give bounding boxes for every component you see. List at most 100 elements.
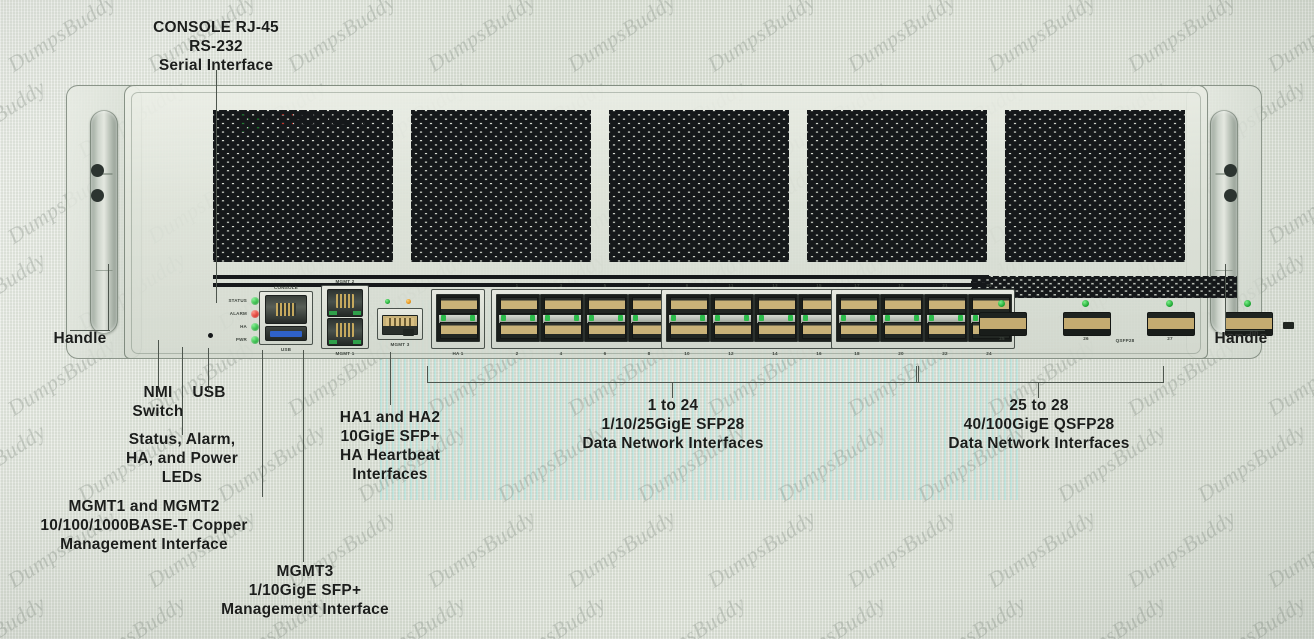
sfp28-caption-6: 6 bbox=[603, 351, 607, 356]
leader-leds bbox=[182, 347, 184, 435]
sfp28-port-pair-17-18[interactable] bbox=[836, 294, 880, 342]
sfp28-port-pair-9-10[interactable] bbox=[666, 294, 710, 342]
console-caption: CONSOLE bbox=[273, 285, 299, 290]
ha1-link-led bbox=[441, 315, 446, 321]
mgmt3-led-green bbox=[385, 299, 390, 304]
vent-grille-3 bbox=[609, 110, 789, 262]
vent-grille-4 bbox=[807, 110, 987, 262]
handle-right[interactable] bbox=[1210, 110, 1238, 334]
sfp28-caption-3: 3 bbox=[559, 283, 563, 288]
console-usb-module: CONSOLE USB bbox=[259, 285, 313, 352]
ha2-port[interactable] bbox=[440, 322, 478, 339]
sfp28-port-pair-19-20[interactable] bbox=[880, 294, 924, 342]
sfp28-port-pair-1-2[interactable] bbox=[496, 294, 540, 342]
vent-grille-1 bbox=[213, 110, 393, 262]
sfp28-port-4[interactable] bbox=[544, 322, 582, 339]
mgmt3-caption: MGMT 3 bbox=[390, 342, 410, 347]
sfp28-port-pair-3-4[interactable] bbox=[540, 294, 584, 342]
sfp28-led-11 bbox=[715, 315, 720, 321]
sfp28-caption-15: 15 bbox=[816, 283, 822, 288]
handle-notch-lower-left bbox=[91, 189, 104, 202]
sfp28-led-22 bbox=[958, 315, 963, 321]
sfp28-port-1[interactable] bbox=[500, 297, 538, 314]
sfp28-led-9 bbox=[671, 315, 676, 321]
sfp28-port-12[interactable] bbox=[714, 322, 752, 339]
power-led bbox=[251, 335, 259, 344]
mgmt1-caption: MGMT 1 bbox=[335, 351, 355, 356]
qsfp28-led-25 bbox=[998, 300, 1005, 307]
sfp28-port-pair-11-12[interactable] bbox=[710, 294, 754, 342]
annotation-usb: USB bbox=[192, 384, 226, 401]
sfp28-port-18[interactable] bbox=[840, 322, 878, 339]
sfp28-port-9[interactable] bbox=[670, 297, 708, 314]
mgmt3-led-amber bbox=[406, 299, 411, 304]
sfp28-caption-16: 16 bbox=[816, 351, 822, 356]
sfp28-led-17 bbox=[841, 315, 846, 321]
nmi-switch[interactable] bbox=[208, 333, 213, 338]
alarm-led bbox=[251, 309, 259, 318]
sfp28-caption-5: 5 bbox=[603, 283, 607, 288]
sfp28-port-19[interactable] bbox=[884, 297, 922, 314]
mgmt2-port[interactable] bbox=[327, 289, 363, 317]
leader-console bbox=[216, 70, 218, 303]
sfp28-port-21[interactable] bbox=[928, 297, 966, 314]
leader-mgmt12 bbox=[262, 350, 264, 497]
sfp28-port-5[interactable] bbox=[588, 297, 626, 314]
usb-caption: USB bbox=[280, 347, 292, 352]
sfp28-port-6[interactable] bbox=[588, 322, 626, 339]
usb-port[interactable] bbox=[265, 326, 307, 341]
handle-notch-lower-right bbox=[1224, 189, 1237, 202]
leader-handle-left-h bbox=[70, 330, 110, 332]
sfp28-port-20[interactable] bbox=[884, 322, 922, 339]
leader-handle-right-h bbox=[1225, 330, 1265, 332]
sfp28-led-23 bbox=[973, 315, 978, 321]
sfp28-port-pair-5-6[interactable] bbox=[584, 294, 628, 342]
sfp28-port-pair-13-14[interactable] bbox=[754, 294, 798, 342]
led-row-status: STATUS bbox=[217, 294, 275, 307]
sfp28-led-12 bbox=[744, 315, 749, 321]
sfp28-led-4 bbox=[574, 315, 579, 321]
sfp28-caption-18: 18 bbox=[854, 351, 860, 356]
sfp28-led-13 bbox=[759, 315, 764, 321]
sfp28-port-2[interactable] bbox=[500, 322, 538, 339]
sfp28-port-11[interactable] bbox=[714, 297, 752, 314]
qsfp28-port-27[interactable] bbox=[1147, 312, 1195, 336]
sfp28-port-13[interactable] bbox=[758, 297, 796, 314]
leader-ha bbox=[390, 352, 392, 405]
sfp28-port-10[interactable] bbox=[670, 322, 708, 339]
sfp28-port-17[interactable] bbox=[840, 297, 878, 314]
leader-handle-right bbox=[1225, 264, 1227, 330]
sfp28-port-3[interactable] bbox=[544, 297, 582, 314]
ha-caption: HA 1 bbox=[452, 351, 464, 356]
handle-left[interactable] bbox=[90, 110, 118, 334]
sfp28-led-14 bbox=[788, 315, 793, 321]
leader-handle-left bbox=[108, 264, 110, 330]
mgmt1-port[interactable] bbox=[327, 318, 363, 346]
sfp28-caption-24: 24 bbox=[986, 351, 992, 356]
qsfp28-port-26[interactable] bbox=[1063, 312, 1111, 336]
sfp28-port-pair-21-22[interactable] bbox=[924, 294, 968, 342]
qsfp28-caption-28: 28 bbox=[1227, 336, 1233, 341]
handle-notch-upper-right bbox=[1224, 164, 1237, 177]
sfp28-caption-21: 21 bbox=[942, 283, 948, 288]
qsfp28-port-28[interactable] bbox=[1225, 312, 1273, 336]
sfp28-caption-14: 14 bbox=[772, 351, 778, 356]
annotation-handle-left: Handle bbox=[53, 330, 107, 347]
sfp28-caption-7: 7 bbox=[647, 283, 651, 288]
sfp28-led-5 bbox=[589, 315, 594, 321]
ha-port-pair[interactable] bbox=[436, 294, 480, 342]
ha1-port[interactable] bbox=[440, 297, 478, 314]
sfp28-port-22[interactable] bbox=[928, 322, 966, 339]
qsfp28-led-26 bbox=[1082, 300, 1089, 307]
sfp28-port-14[interactable] bbox=[758, 322, 796, 339]
console-port[interactable] bbox=[265, 295, 307, 324]
sfp28-led-10 bbox=[700, 315, 705, 321]
qsfp28-port-25[interactable] bbox=[979, 312, 1027, 336]
